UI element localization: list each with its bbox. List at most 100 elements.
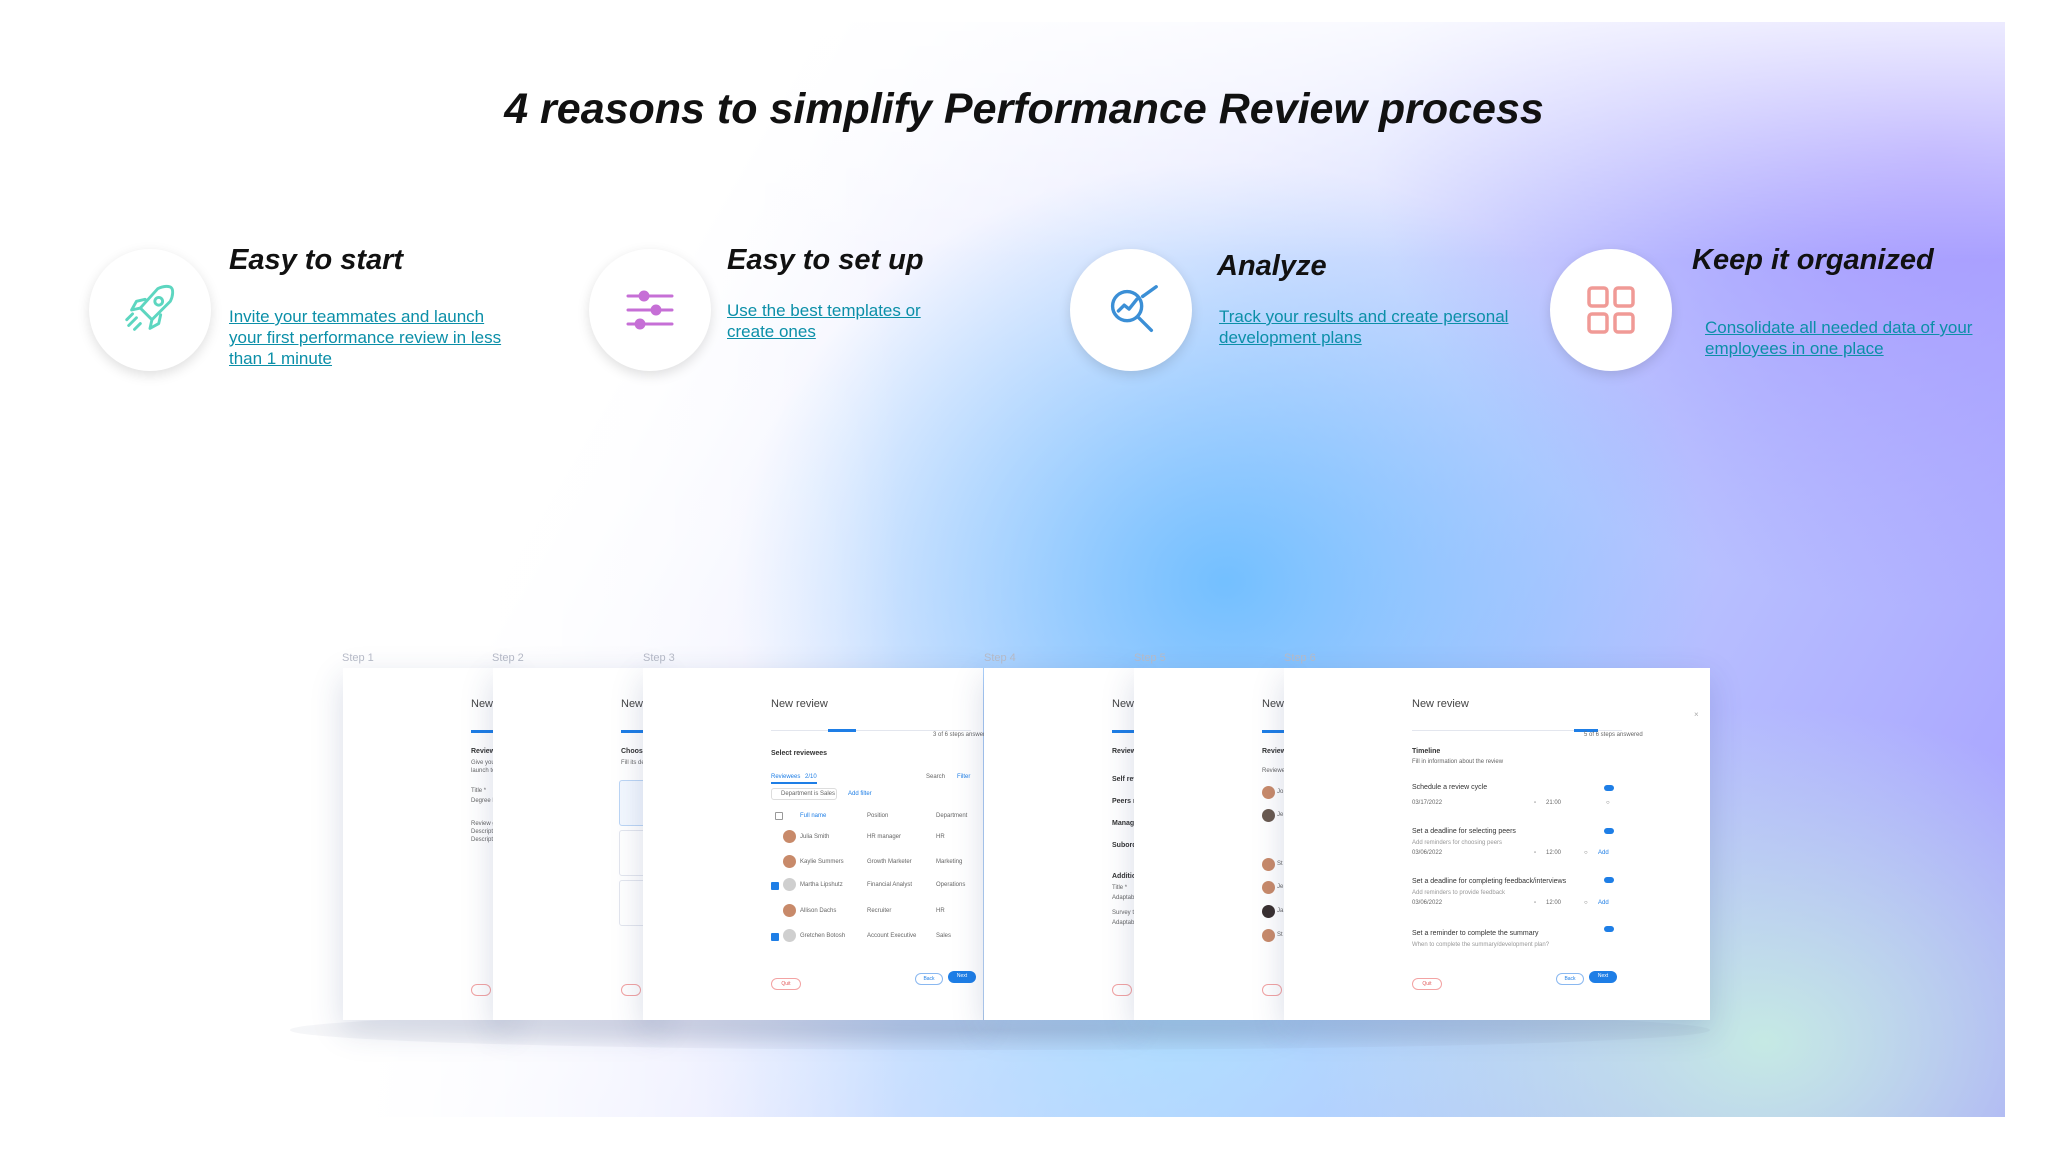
partial-label: Give your [471,760,497,766]
panel-heading: New [471,698,494,710]
search-button[interactable]: Search [926,774,946,780]
clock-icon: ○ [1606,800,1610,806]
partial-label: Adaptab [1112,895,1135,901]
close-icon[interactable]: × [1694,710,1699,719]
step-label: Step 3 [643,652,675,664]
avatar [1262,929,1275,942]
time-field[interactable]: 12:00 [1546,900,1562,906]
cell-department: HR [936,908,945,914]
partial-label: Review [1112,748,1137,755]
avatar [1262,881,1275,894]
panel-heading: New [1112,698,1135,710]
reason-link[interactable]: Invite your teammates and launch your fi… [229,307,502,368]
add-filter-button[interactable]: Add filter [848,791,872,797]
toggle-switch[interactable] [1604,785,1614,791]
partial-label: St [1277,861,1283,867]
clock-icon: ○ [1584,900,1588,906]
progress-text: 3 of 6 steps answered [933,732,992,738]
toggle-switch[interactable] [1604,828,1614,834]
step-label: Step 4 [984,652,1016,664]
select-all-checkbox[interactable] [775,812,783,820]
partial-label: Je [1277,812,1284,818]
section-title: Timeline [1412,748,1441,755]
next-button[interactable]: Next [1589,971,1617,983]
add-button[interactable]: Add [1598,850,1609,856]
cell-department: Sales [936,933,952,939]
date-field[interactable]: 03/17/2022 [1412,800,1443,806]
toggle-switch[interactable] [1604,926,1614,932]
row-checkbox[interactable] [771,933,779,941]
progress-text: 5 of 6 steps answered [1584,732,1643,738]
partial-label: Self rev [1112,776,1138,783]
step-2-screenshot: New Choos Fill its de [493,668,663,1020]
cell-name: Martha Lipshutz [800,882,843,888]
filter-chip[interactable] [771,788,837,800]
quit-button[interactable] [1262,984,1282,996]
avatar [783,904,796,917]
panel-heading: New [1262,698,1285,710]
quit-button[interactable] [621,984,641,996]
partial-label: Title * [471,788,487,794]
back-button[interactable]: Back [915,973,943,985]
time-field[interactable]: 21:00 [1546,800,1562,806]
clock-icon: ○ [1584,850,1588,856]
quit-button[interactable]: Quit [1412,978,1442,990]
timeline-item-sub: When to complete the summary/development… [1412,942,1550,948]
page-headline: 4 reasons to simplify Performance Review… [504,85,1544,133]
cell-department: HR [936,834,945,840]
avatar [783,878,796,891]
step-label: Step 5 [1134,652,1166,664]
add-button[interactable]: Add [1598,900,1609,906]
filter-button[interactable]: Filter [957,774,971,780]
reason-link[interactable]: Use the best templates or create ones [727,301,921,341]
cell-position: HR manager [867,834,902,840]
reason-title: Easy to start [229,244,404,276]
date-field[interactable]: 03/06/2022 [1412,900,1443,906]
progress-bar [621,730,661,733]
column-header[interactable]: Full name [800,813,827,819]
cell-name: Julia Smith [800,834,830,840]
step-label: Step 1 [342,652,374,664]
back-button[interactable]: Back [1556,973,1584,985]
step-label: Step 2 [492,652,524,664]
progress-bar [1112,730,1134,733]
avatar [783,830,796,843]
progress-track [1412,730,1622,731]
row-checkbox[interactable] [771,882,779,890]
tab-reviewees[interactable]: Reviewees [771,774,801,780]
cell-name: Kaylie Summers [800,859,844,865]
time-field[interactable]: 12:00 [1546,850,1562,856]
reason-link[interactable]: Track your results and create personal d… [1219,307,1509,347]
progress-bar [828,729,856,732]
partial-label: Ja [1277,908,1284,914]
panel-title: New review [771,698,828,710]
timeline-item-label: Set a deadline for selecting peers [1412,828,1516,835]
background-fade-top [0,0,2048,260]
partial-label: Descript [471,837,494,843]
partial-label: Manage [1112,820,1139,827]
next-button[interactable]: Next [948,971,976,983]
avatar [1262,858,1275,871]
partial-label: St [1277,932,1283,938]
tab-underline [771,782,817,784]
rocket-icon [89,249,211,371]
timeline-item-sub: Add reminders for choosing peers [1412,840,1503,846]
avatar [1262,809,1275,822]
column-header: Department [936,813,968,819]
avatar [783,929,796,942]
partial-label: Review [1262,748,1287,755]
quit-button[interactable] [1112,984,1132,996]
progress-track [771,730,971,731]
progress-bar [1574,729,1598,732]
toggle-switch[interactable] [1604,877,1614,883]
quit-button[interactable] [471,984,491,996]
quit-button[interactable]: Quit [771,978,801,990]
date-field[interactable]: 03/06/2022 [1412,850,1443,856]
partial-label: Peers re [1112,798,1140,805]
cell-department: Marketing [936,859,963,865]
step-3-screenshot: New review 3 of 6 steps answered Select … [643,668,992,1020]
reason-link[interactable]: Consolidate all needed data of your empl… [1705,318,1973,358]
timeline-item-sub: Add reminders to provide feedback [1412,890,1506,896]
partial-label: Review g [471,821,496,827]
panel-title: New review [1412,698,1469,710]
